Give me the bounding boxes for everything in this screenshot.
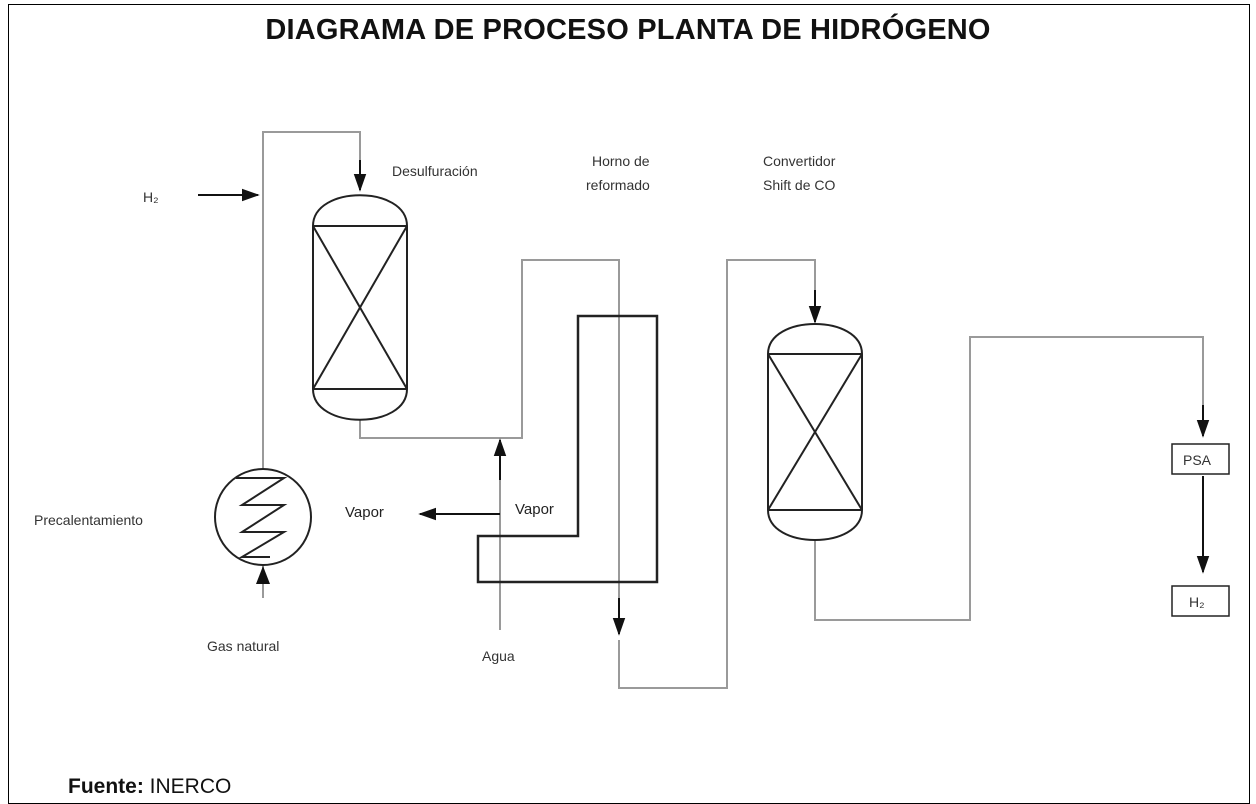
gas-into-heater-arrowhead — [256, 566, 270, 584]
agua-label: Agua — [482, 648, 515, 664]
psa-label: PSA — [1183, 452, 1212, 468]
vapor-in-label: Vapor — [515, 501, 554, 518]
precalentamiento-label: Precalentamiento — [34, 512, 143, 528]
source-value: INERCO — [149, 775, 232, 798]
source-label: Fuente: — [68, 775, 144, 798]
heater-to-desulf-line — [262, 131, 361, 468]
vapor-out-label: Vapor — [345, 504, 384, 521]
h2-product-label: H₂ — [1189, 594, 1205, 610]
desulfurizer-vessel — [312, 194, 408, 421]
h2-product-box — [1171, 585, 1230, 617]
desulf-to-reformer-line — [359, 259, 620, 618]
horno-label-line2: reformado — [586, 177, 650, 193]
shift-to-psa-line — [814, 336, 1204, 621]
h2-feed-label: H₂ — [143, 189, 159, 205]
reformer-to-shift-line — [618, 259, 816, 689]
shift-converter-vessel — [767, 323, 863, 541]
reforming-furnace — [476, 314, 659, 584]
diagram-title: DIAGRAMA DE PROCESO PLANTA DE HIDRÓGENO — [265, 14, 991, 46]
source-footer: Fuente: INERCO — [68, 775, 231, 799]
convertidor-label-line2: Shift de CO — [763, 177, 835, 193]
psa-unit-box — [1171, 443, 1230, 475]
horno-label-line1: Horno de — [592, 153, 650, 169]
preheater-exchanger — [214, 468, 312, 566]
desulfuracion-label: Desulfuración — [392, 163, 478, 179]
convertidor-label-line1: Convertidor — [763, 153, 836, 169]
gas-natural-label: Gas natural — [207, 638, 279, 654]
